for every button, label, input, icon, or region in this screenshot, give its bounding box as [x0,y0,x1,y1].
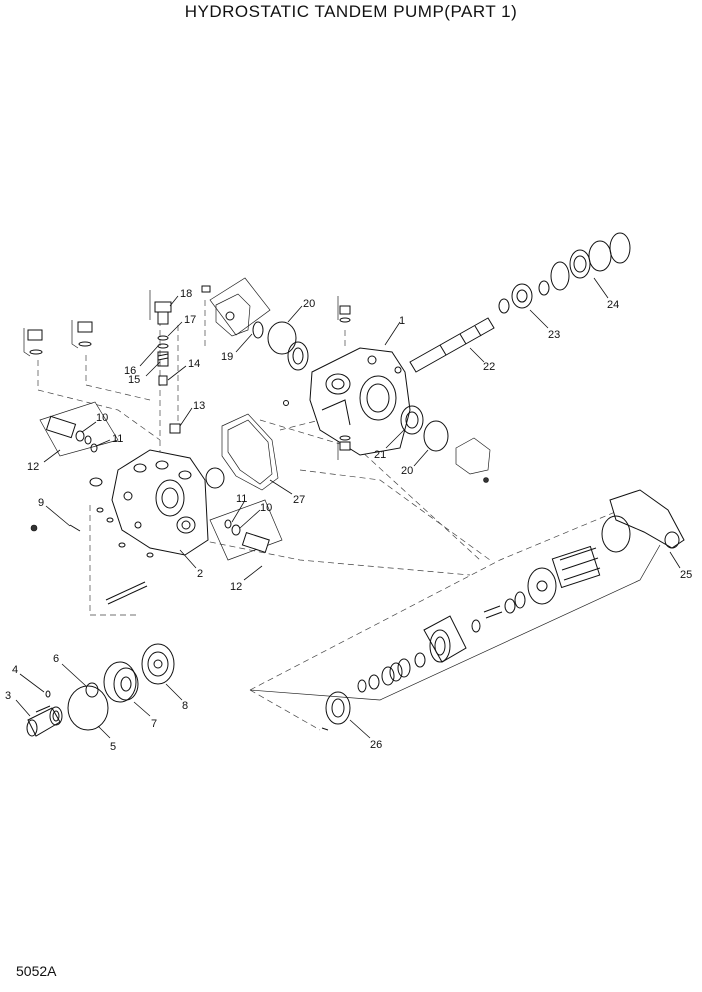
callout-10-right: 10 [260,502,272,514]
callout-17: 17 [184,314,196,326]
callout-3: 3 [5,690,11,702]
callout-11-right: 11 [236,493,247,505]
callout-19: 19 [221,351,233,363]
part-2-end-cover [89,449,209,558]
callout-22: 22 [483,361,495,373]
page-title: HYDROSTATIC TANDEM PUMP(PART 1) [184,2,518,21]
callout-26: 26 [370,739,382,751]
relief-valve-parts [27,285,270,553]
gasket-and-seal-parts [205,293,491,491]
callout-7: 7 [151,718,157,730]
callout-16: 16 [124,365,136,377]
assembly-guides [37,300,621,731]
group-brackets [23,277,661,701]
leader-lines [15,277,681,739]
callout-4: 4 [12,664,18,676]
part-1-housing [283,305,411,456]
callout-10-left: 10 [96,412,108,424]
callout-12-right: 12 [230,581,242,593]
callout-25: 25 [680,569,692,581]
callout-9: 9 [38,497,44,509]
callout-11-left: 11 [112,433,123,445]
callout-24: 24 [607,299,619,311]
callout-27: 27 [293,494,305,506]
drawing-code: 5052A [16,963,57,979]
callout-12-left: 12 [27,461,39,473]
callout-14: 14 [188,358,200,370]
callout-5: 5 [110,741,116,753]
callout-6: 6 [53,653,59,665]
callout-numbers: 1 2 3 4 5 6 7 8 9 10 10 11 11 12 12 13 1… [5,288,692,753]
callout-23: 23 [548,329,560,341]
callout-20-top: 20 [303,298,315,310]
callout-15: 15 [128,374,140,386]
charge-pump-parts [26,581,175,737]
callout-1: 1 [399,315,405,327]
shaft-and-bearing-parts [409,232,631,373]
rotating-group-parts [321,489,685,731]
callout-13: 13 [193,400,205,412]
callout-21: 21 [374,449,386,461]
callout-20-bottom: 20 [401,465,413,477]
callout-8: 8 [182,700,188,712]
callout-2: 2 [197,568,203,580]
callout-18: 18 [180,288,192,300]
